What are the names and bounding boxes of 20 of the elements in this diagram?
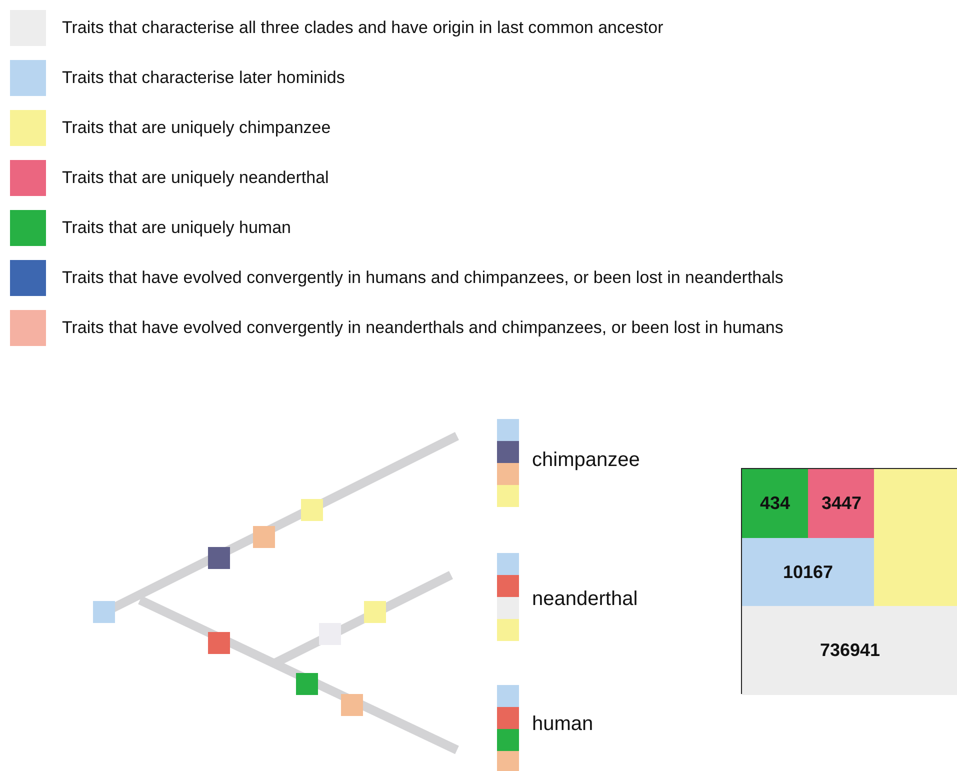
legend-text: Traits that have evolved convergently in neanderthals and chimpanzees, or been lost in humans — [62, 318, 784, 338]
count-value: 10167 — [782, 562, 834, 582]
treemap-cell — [742, 469, 808, 538]
clade-label: neanderthal — [532, 588, 638, 611]
legend-text: Traits that are uniquely human — [62, 218, 291, 238]
count-value: 434 — [760, 493, 790, 514]
legend-text: Traits that are uniquely neanderthal — [62, 168, 329, 188]
legend-text: Traits that characterise all three clades and have origin in last common ancestor — [62, 18, 664, 38]
treemap-frame — [741, 468, 957, 694]
treemap-cell — [742, 606, 957, 695]
legend-text: Traits that characterise later hominids — [62, 68, 345, 88]
treemap-cell — [808, 469, 875, 538]
legend-text: Traits that have evolved convergently in humans and chimpanzees, or been lost in neanderthals — [62, 268, 784, 288]
treemap-cell — [874, 469, 957, 606]
clade-label: chimpanzee — [532, 449, 640, 472]
legend-text: Traits that are uniquely chimpanzee — [62, 118, 331, 138]
count-value: 736941 — [820, 640, 880, 661]
treemap-cell — [742, 538, 874, 606]
count-value: 3447 — [821, 493, 862, 514]
clade-label: human — [532, 713, 594, 736]
